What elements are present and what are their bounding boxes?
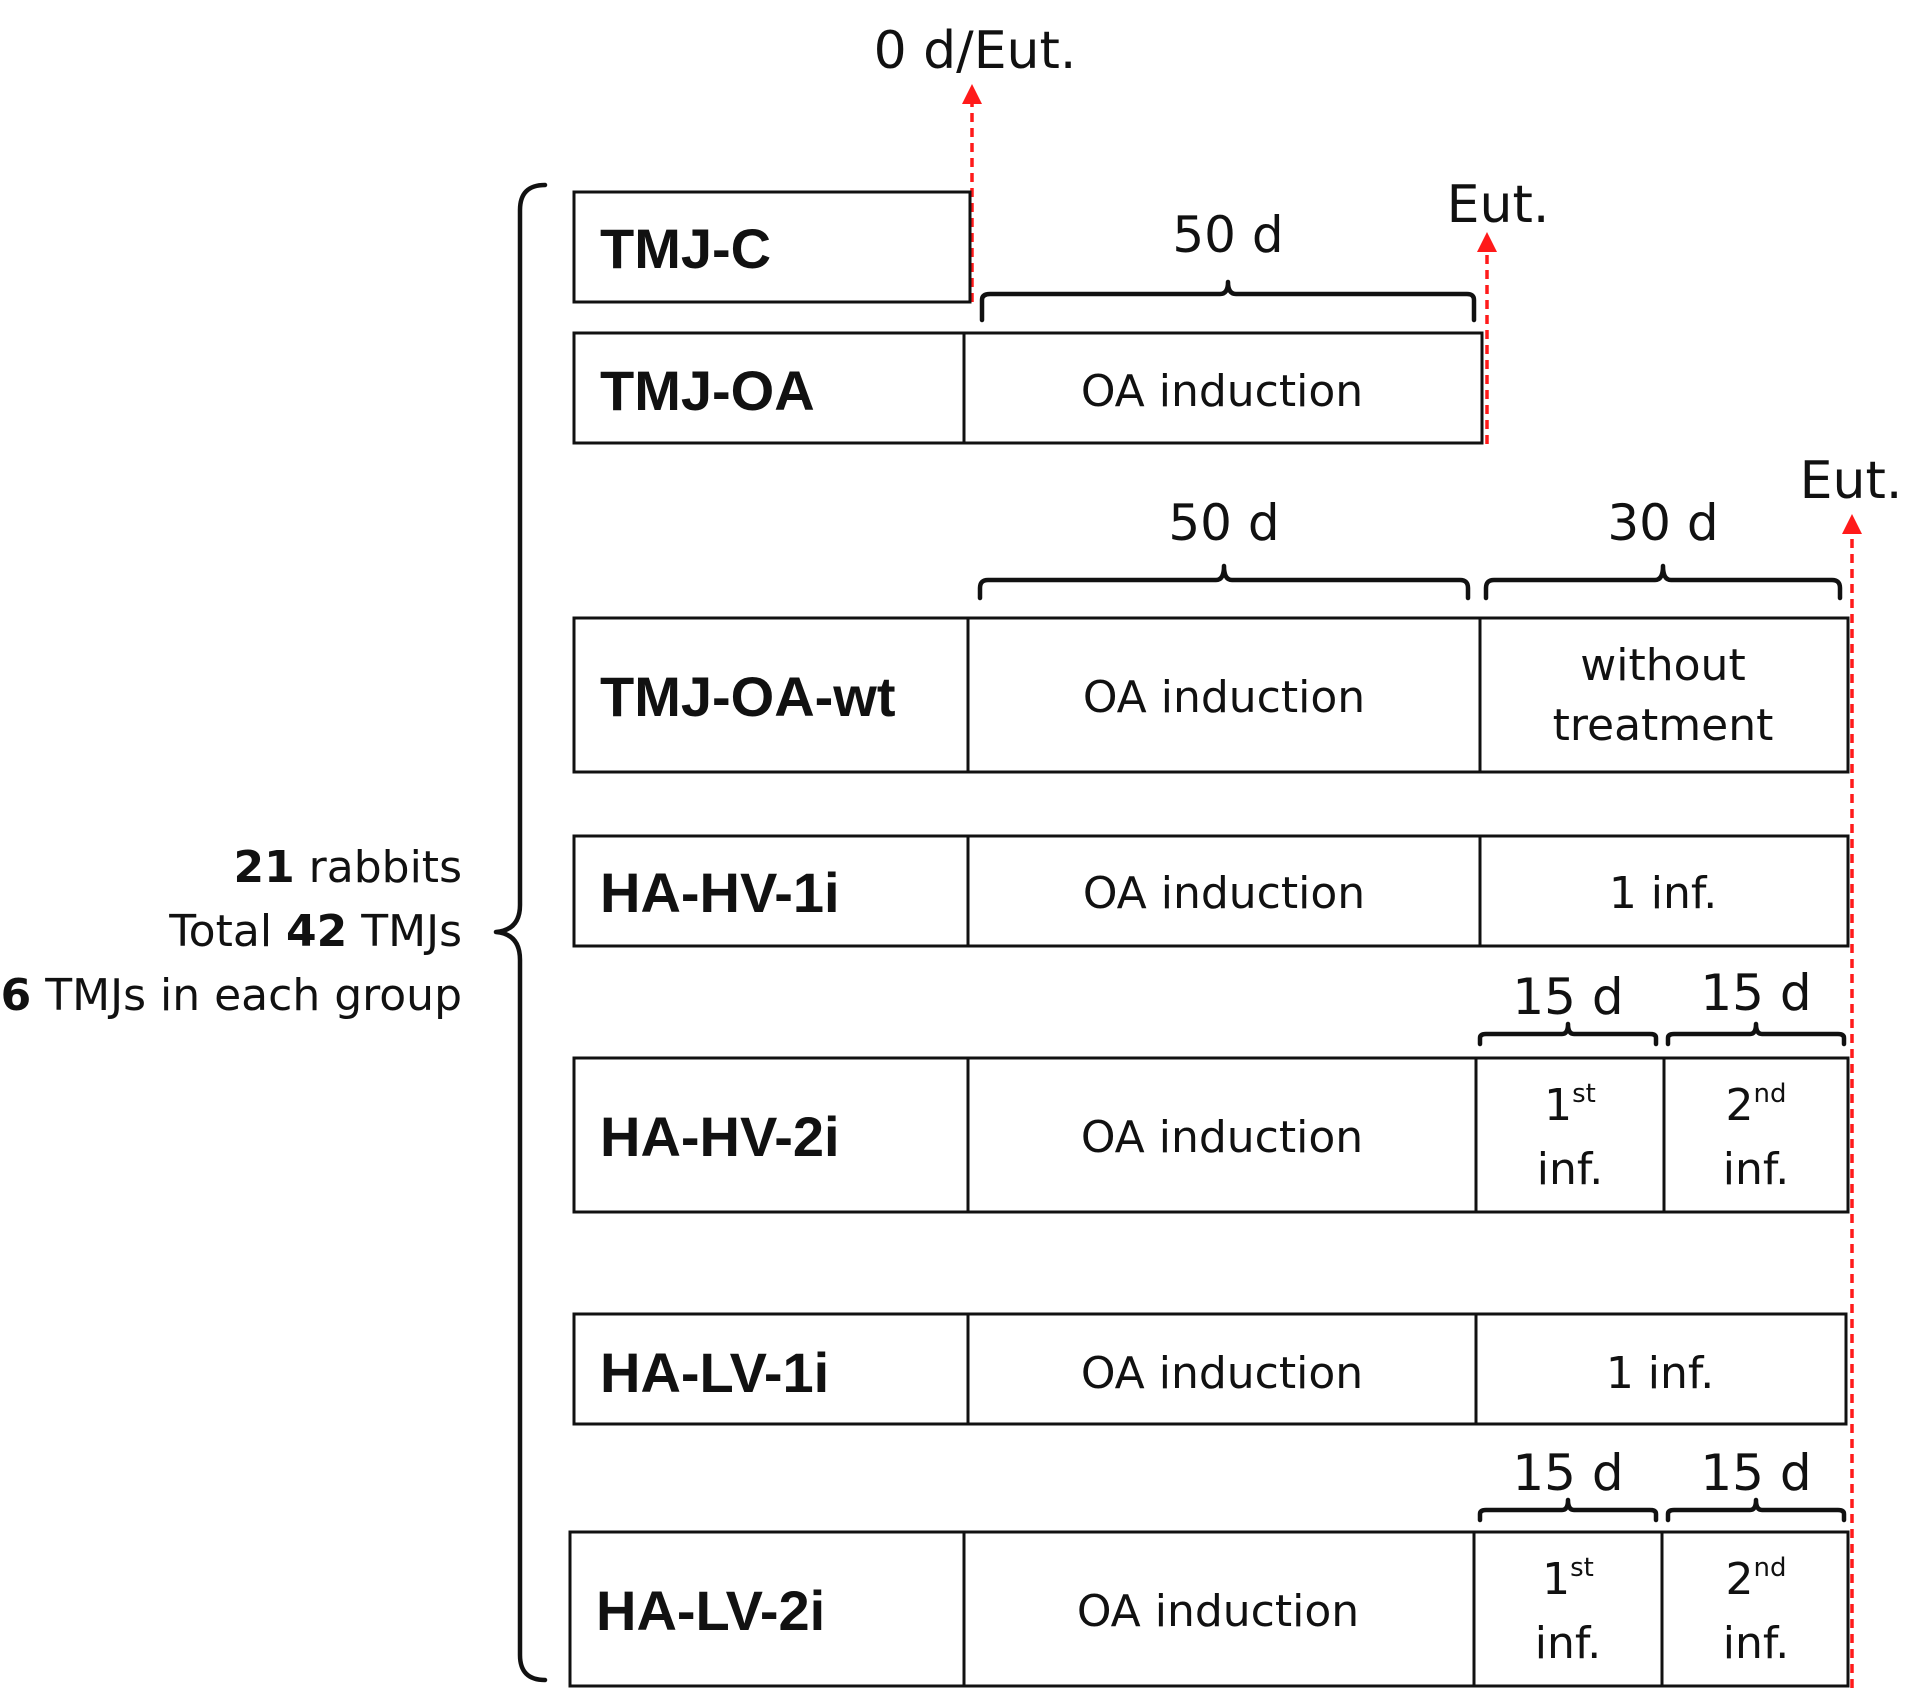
- ha-lv-1i-box: [572, 1312, 1848, 1426]
- eut-50d-arrow-icon: [1477, 232, 1497, 252]
- tmj-oa-wt-without-text: without: [1580, 640, 1745, 691]
- total-tmjs-label: Total 42 TMJs: [168, 906, 462, 957]
- brace-30d: [1483, 563, 1843, 601]
- duration-15d-lv-a: 15 d: [1512, 1444, 1623, 1502]
- brace-15d-hv-a: [1477, 1021, 1659, 1047]
- duration-50d-mid: 50 d: [1168, 494, 1279, 552]
- duration-15d-lv-b: 15 d: [1700, 1444, 1811, 1502]
- ha-hv-2i-second-inf-text: inf.: [1723, 1144, 1789, 1195]
- ha-lv-2i-first-inf-text: inf.: [1535, 1618, 1601, 1669]
- duration-15d-hv-b: 15 d: [1700, 964, 1811, 1022]
- tmj-oa-wt-label: TMJ-OA-wt: [600, 665, 896, 728]
- tmj-oa-wt-treatment-text: treatment: [1553, 700, 1774, 751]
- duration-50d-top: 50 d: [1172, 206, 1283, 264]
- duration-15d-hv-a: 15 d: [1512, 968, 1623, 1026]
- brace-15d-hv-b: [1665, 1021, 1847, 1047]
- group-brace: [493, 182, 548, 1683]
- tmj-oa-induction-cell: OA induction: [1081, 366, 1363, 417]
- ha-hv-1i-label: HA-HV-1i: [600, 861, 840, 924]
- duration-30d: 30 d: [1607, 494, 1718, 552]
- ha-hv-1i-induction-cell: OA induction: [1083, 868, 1365, 919]
- ha-hv-2i-box: [572, 1056, 1850, 1214]
- brace-50d-top: [979, 279, 1477, 323]
- ha-lv-2i-induction-cell: OA induction: [1077, 1586, 1359, 1637]
- tmj-oa-box: [572, 331, 1484, 445]
- tmj-oa-wt-induction-cell: OA induction: [1083, 672, 1365, 723]
- day0-arrow-icon: [962, 84, 982, 104]
- ha-hv-2i-induction-cell: OA induction: [1081, 1112, 1363, 1163]
- tmjs-per-group-label: 6 TMJs in each group: [1, 970, 462, 1021]
- tmj-oa-wt-box: [572, 616, 1850, 774]
- ha-lv-2i-label: HA-LV-2i: [596, 1579, 825, 1642]
- ha-hv-2i-second-inf-number: 2nd: [1726, 1079, 1787, 1131]
- brace-15d-lv-a: [1477, 1497, 1659, 1523]
- tmj-oa-label: TMJ-OA: [600, 359, 815, 422]
- ha-hv-2i-label: HA-HV-2i: [600, 1105, 840, 1168]
- ha-lv-1i-induction-cell: OA induction: [1081, 1348, 1363, 1399]
- ha-hv-2i-first-inf-number: 1st: [1544, 1079, 1596, 1131]
- tmj-c-box: [572, 190, 972, 304]
- eut-80d-marker: Eut.: [1800, 451, 1903, 511]
- ha-lv-2i-second-inf-number: 2nd: [1726, 1553, 1787, 1605]
- ha-lv-2i-first-inf-number: 1st: [1542, 1553, 1594, 1605]
- ha-hv-1i-box: [572, 834, 1850, 948]
- ha-hv-2i-first-inf-text: inf.: [1537, 1144, 1603, 1195]
- ha-lv-1i-label: HA-LV-1i: [600, 1341, 829, 1404]
- eut-50d-marker: Eut.: [1447, 175, 1550, 235]
- ha-lv-1i-inf-cell: 1 inf.: [1606, 1348, 1714, 1399]
- eut-80d-arrow-icon: [1842, 514, 1862, 534]
- brace-15d-lv-b: [1665, 1497, 1847, 1523]
- rabbits-count-label: 21 rabbits: [233, 842, 462, 893]
- brace-50d-mid: [977, 563, 1471, 601]
- tmj-c-label: TMJ-C: [600, 217, 771, 280]
- ha-lv-2i-box: [568, 1530, 1850, 1688]
- ha-hv-1i-inf-cell: 1 inf.: [1609, 868, 1717, 919]
- ha-lv-2i-second-inf-text: inf.: [1723, 1618, 1789, 1669]
- day0-eut-marker: 0 d/Eut.: [874, 21, 1077, 81]
